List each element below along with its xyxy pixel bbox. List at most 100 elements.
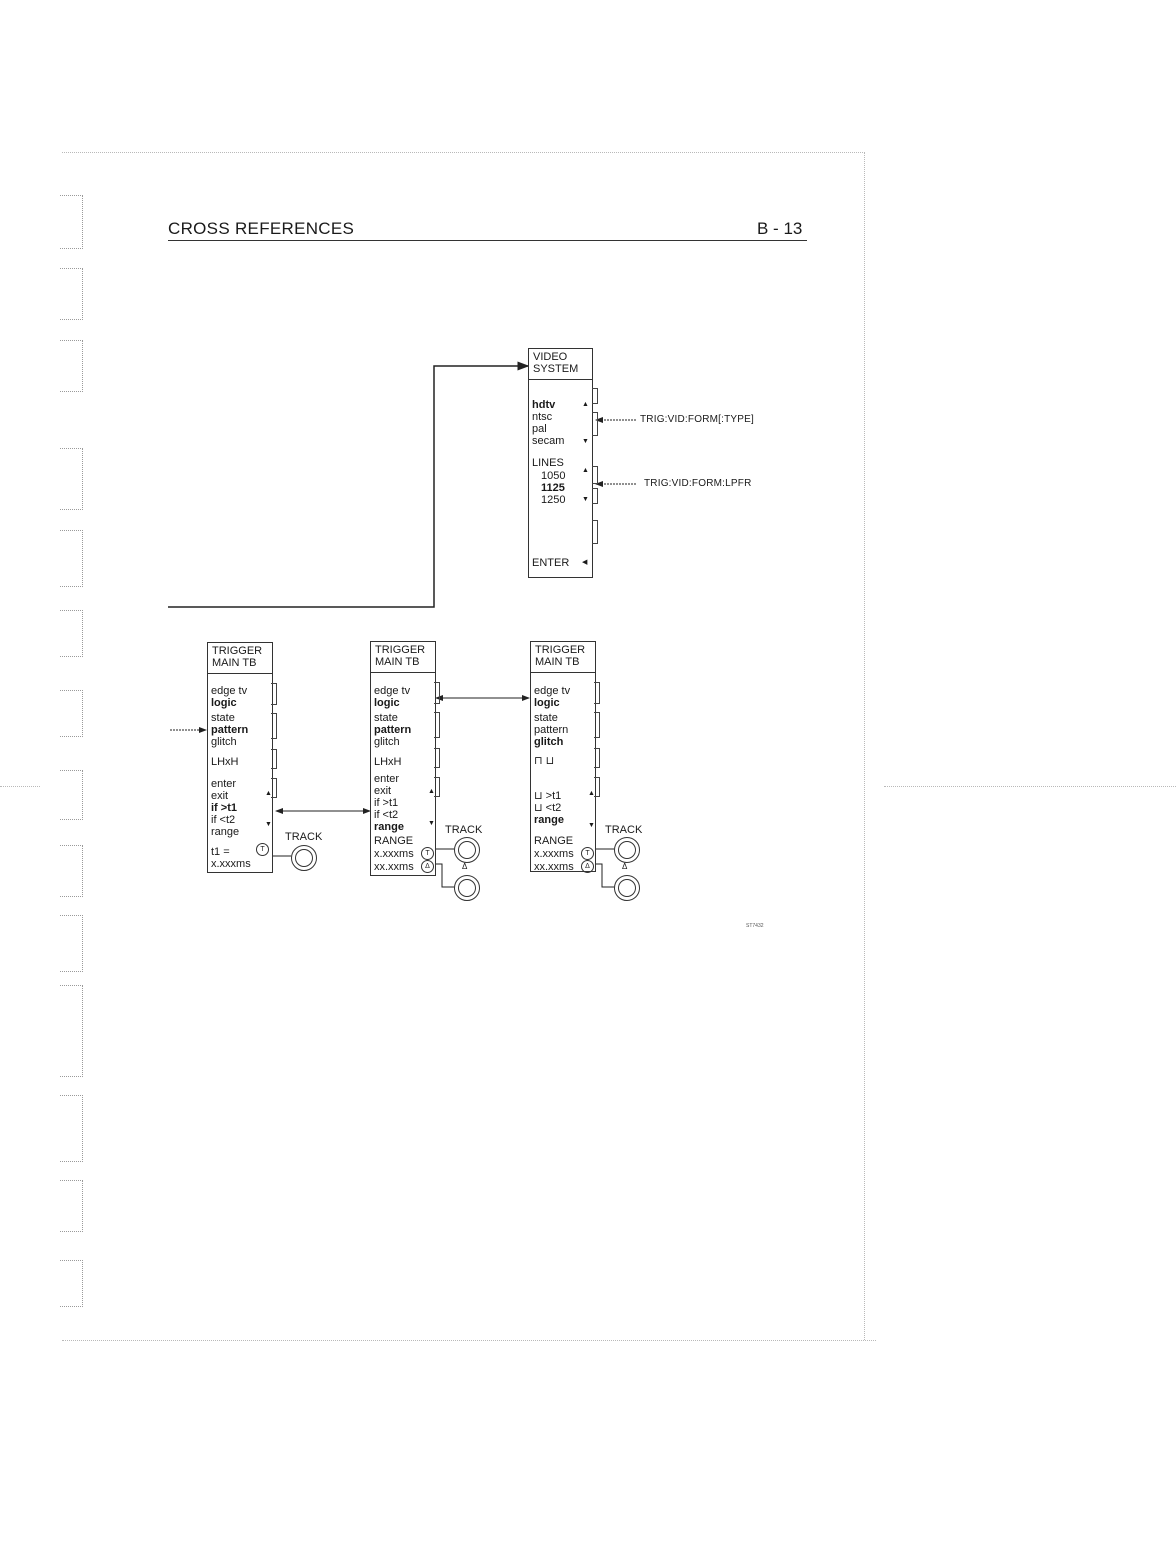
scan-horizontal-mark [0, 786, 40, 787]
menu-item-pattern[interactable]: pattern [374, 724, 412, 736]
delta-symbol-icon: Δ [421, 860, 434, 873]
menu-title-line: TRIGGER [535, 644, 586, 656]
value-label-t1: t1 = [211, 846, 230, 858]
menu-item-width-lt-t2[interactable]: ⊔ <t2 [534, 802, 562, 814]
track-knob-label: TRACK [285, 831, 323, 843]
delta-symbol-icon: Δ [581, 860, 594, 873]
menu-item-state[interactable]: state [534, 712, 558, 724]
page-right-edge [864, 152, 865, 1340]
menu-item-logic[interactable]: logic [534, 697, 560, 709]
menu-item-state[interactable]: state [374, 712, 398, 724]
menu-title-line: MAIN TB [535, 656, 580, 668]
menu-title: VIDEO SYSTEM [529, 349, 592, 380]
menu-title: TRIGGER MAIN TB [531, 642, 595, 673]
menu-item-if-lt-t2[interactable]: if <t2 [211, 814, 236, 826]
menu-item-polarity[interactable]: ⊓ ⊔ [534, 755, 555, 767]
softkey-bracket [271, 778, 277, 798]
header-rule [168, 240, 807, 241]
command-label: TRIG:VID:FORM[:TYPE] [640, 414, 755, 425]
menu-item-logic[interactable]: logic [374, 697, 400, 709]
binder-tab [60, 915, 83, 972]
value-readout: x.xxxms [211, 858, 251, 870]
menu-item-glitch[interactable]: glitch [534, 736, 564, 748]
track-symbol-icon: T [581, 847, 594, 860]
binder-tab [60, 340, 83, 392]
delta-knob-label: Δ [622, 862, 628, 871]
delta-knob[interactable] [454, 875, 480, 901]
menu-item-pattern[interactable]: pattern [211, 724, 249, 736]
menu-item-logic[interactable]: logic [211, 697, 237, 709]
menu-item-range[interactable]: range [211, 826, 240, 838]
track-knob-label: TRACK [605, 824, 643, 836]
track-symbol-icon: T [421, 847, 434, 860]
binder-tab [60, 770, 83, 820]
knob-link [434, 863, 454, 888]
trigger-menu-1: TRIGGER MAIN TB edge tv logic state patt… [207, 642, 273, 873]
scroll-up-arrow-icon: ▲ [265, 790, 272, 797]
menu-title-line: TRIGGER [375, 644, 426, 656]
track-knob[interactable] [454, 837, 480, 863]
binder-tab [60, 195, 83, 249]
scroll-down-arrow-icon: ▼ [582, 438, 589, 445]
binder-tab [60, 1095, 83, 1162]
menu-item-exit[interactable]: exit [374, 785, 392, 797]
track-knob-label: TRACK [445, 824, 483, 836]
softkey-bracket [271, 713, 277, 739]
command-label: TRIG:VID:FORM:LPFR [644, 478, 752, 489]
menu-item-hdtv[interactable]: hdtv [532, 399, 556, 411]
softkey-bracket [271, 749, 277, 769]
menu-title-line: SYSTEM [533, 363, 579, 375]
delta-knob[interactable] [614, 875, 640, 901]
scroll-up-arrow-icon: ▲ [428, 788, 435, 795]
menu-item-glitch[interactable]: glitch [374, 736, 400, 748]
video-system-menu: VIDEO SYSTEM hdtv ntsc pal secam LINES 1… [528, 348, 593, 578]
menu-item-range[interactable]: range [534, 814, 564, 826]
trigger-menu-3: TRIGGER MAIN TB edge tv logic state patt… [530, 641, 596, 873]
track-knob[interactable] [614, 837, 640, 863]
binder-tab [60, 1180, 83, 1232]
menu-item-1250[interactable]: 1250 [541, 494, 566, 506]
menu-item-edge-tv[interactable]: edge tv [374, 685, 411, 697]
menu-item-glitch[interactable]: glitch [211, 736, 237, 748]
menu-title: TRIGGER MAIN TB [208, 643, 272, 674]
menu-item-lhxh[interactable]: LHxH [211, 756, 239, 768]
menu-item-edge-tv[interactable]: edge tv [211, 685, 248, 697]
binder-tab [60, 845, 83, 897]
menu-title-line: VIDEO [533, 351, 568, 363]
menu-item-enter[interactable]: enter [374, 773, 400, 785]
enter-softkey-label[interactable]: ENTER [532, 557, 570, 569]
menu-item-1050[interactable]: 1050 [541, 470, 566, 482]
page-title: CROSS REFERENCES [168, 219, 355, 238]
menu-item-state[interactable]: state [211, 712, 235, 724]
figure-code: ST7432 [746, 923, 764, 929]
menu-item-enter[interactable]: enter [211, 778, 237, 790]
scroll-down-arrow-icon: ▼ [265, 821, 272, 828]
menu-item-if-gt-t1[interactable]: if >t1 [211, 802, 237, 814]
binder-tab [60, 530, 83, 587]
menu-item-secam[interactable]: secam [532, 435, 565, 447]
knob-link [594, 863, 614, 888]
scroll-down-arrow-icon: ▼ [582, 496, 589, 503]
value-readout: xx.xxms [374, 861, 414, 873]
menu-item-edge-tv[interactable]: edge tv [534, 685, 571, 697]
menu-item-range[interactable]: range [374, 821, 404, 833]
enter-arrow-icon: ◀ [582, 559, 588, 566]
menu-item-lhxh[interactable]: LHxH [374, 756, 402, 768]
softkey-bracket [594, 712, 600, 738]
menu-item-if-lt-t2[interactable]: if <t2 [374, 809, 399, 821]
track-knob[interactable] [291, 845, 317, 871]
menu-item-if-gt-t1[interactable]: if >t1 [374, 797, 399, 809]
range-label: RANGE [534, 835, 574, 847]
menu-item-width-gt-t1[interactable]: ⊔ >t1 [534, 790, 562, 802]
menu-item-1125[interactable]: 1125 [541, 482, 565, 494]
value-readout: xx.xxms [534, 861, 574, 873]
menu-item-pattern[interactable]: pattern [534, 724, 569, 736]
binder-tab [60, 1260, 83, 1307]
softkey-bracket [594, 748, 600, 768]
menu-item-pal[interactable]: pal [532, 423, 547, 435]
menu-title-line: MAIN TB [212, 657, 257, 669]
softkey-bracket [434, 712, 440, 738]
menu-item-ntsc[interactable]: ntsc [532, 411, 553, 423]
menu-item-exit[interactable]: exit [211, 790, 229, 802]
